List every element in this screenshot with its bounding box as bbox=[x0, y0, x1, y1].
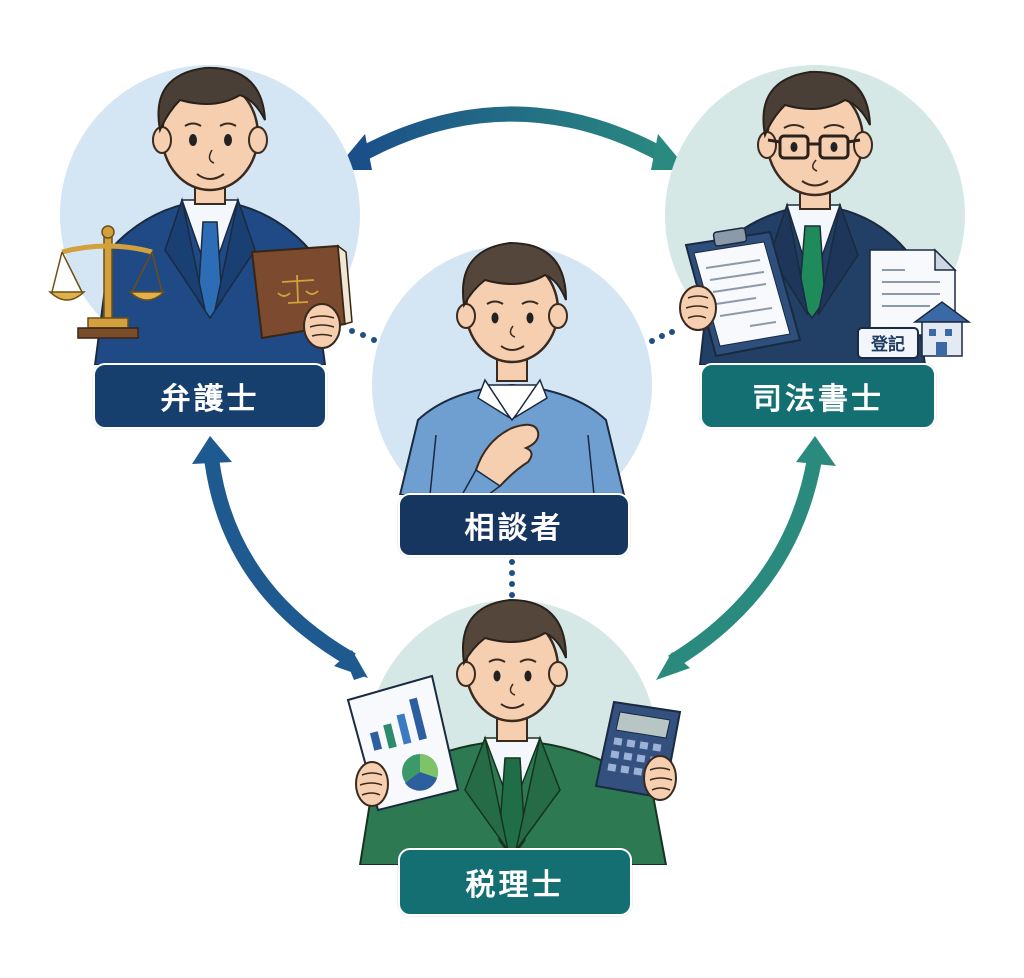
house-icon bbox=[912, 301, 972, 357]
calculator-icon bbox=[594, 700, 682, 801]
label-tax-accountant: 税理士 bbox=[398, 848, 632, 916]
label-lawyer: 弁護士 bbox=[93, 363, 327, 429]
lawyer-illustration bbox=[48, 65, 360, 365]
arrow-lawyer-taxaccountant bbox=[192, 436, 368, 680]
client-illustration bbox=[372, 241, 652, 525]
clipboard-icon bbox=[679, 227, 802, 358]
registration-badge-text: 登記 bbox=[870, 334, 905, 355]
tax-accountant-illustration bbox=[346, 598, 682, 890]
label-judicial-scrivener-text: 司法書士 bbox=[752, 382, 884, 417]
arrow-lawyer-scrivener bbox=[335, 106, 688, 170]
label-client-text: 相談者 bbox=[464, 511, 564, 546]
arrow-scrivener-taxaccountant bbox=[656, 436, 836, 680]
scales-of-justice-icon bbox=[48, 225, 166, 339]
glasses-icon bbox=[767, 134, 861, 160]
label-judicial-scrivener: 司法書士 bbox=[700, 363, 936, 429]
label-client: 相談者 bbox=[398, 493, 630, 557]
registration-badge: 登記 bbox=[857, 327, 919, 359]
judicial-scrivener-illustration: 登記 bbox=[665, 65, 972, 365]
label-lawyer-text: 弁護士 bbox=[160, 382, 260, 417]
label-tax-accountant-text: 税理士 bbox=[465, 868, 565, 903]
chart-report-icon bbox=[346, 674, 460, 812]
law-book-icon bbox=[250, 244, 353, 349]
